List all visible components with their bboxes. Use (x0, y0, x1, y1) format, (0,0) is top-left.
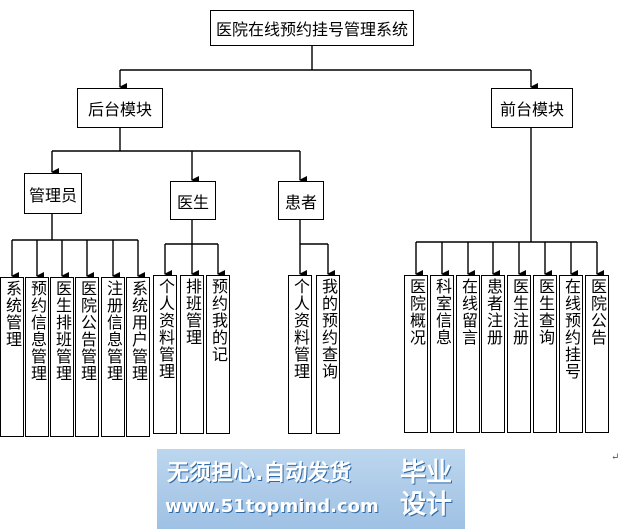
admin-item-registration-management: 注册信息管理 (101, 277, 125, 437)
frontend-item-label: 患者注册 (484, 278, 503, 346)
frontend-module-node: 前台模块 (491, 88, 573, 128)
doctor-item-label: 预约我的记 (209, 278, 228, 363)
patient-item-label: 我的预约查询 (319, 278, 338, 380)
admin-item-label: 注册信息管理 (104, 280, 123, 382)
frontend-item-department-info: 科室信息 (430, 275, 454, 433)
admin-item-label: 预约信息管理 (28, 280, 47, 382)
frontend-item-label: 在线预约挂号 (562, 278, 581, 380)
backend-module-node: 后台模块 (77, 88, 163, 128)
admin-role-node: 管理员 (24, 173, 82, 214)
doctor-role-label: 医生 (176, 192, 209, 212)
root-node: 医院在线预约挂号管理系统 (210, 10, 414, 46)
frontend-item-online-message: 在线留言 (456, 275, 480, 433)
backend-module-label: 后台模块 (87, 100, 152, 119)
admin-role-label: 管理员 (28, 185, 77, 205)
watermark-slogan: 无须担心.自动发货 (167, 461, 352, 486)
frontend-item-label: 医生注册 (510, 278, 529, 346)
doctor-item-my-appointments: 预约我的记 (206, 275, 230, 434)
admin-item-appointment-management: 预约信息管理 (25, 277, 49, 437)
frontend-item-hospital-overview: 医院概况 (404, 275, 428, 433)
admin-item-schedule-management: 医生排班管理 (50, 277, 74, 437)
doctor-item-label: 个人资料管理 (156, 278, 175, 380)
watermark-badge-top: 毕业 (399, 458, 452, 488)
admin-item-user-management: 系统用户管理 (126, 277, 150, 437)
patient-item-label: 个人资料管理 (291, 278, 310, 380)
patient-role-label: 患者 (284, 192, 317, 212)
doctor-item-label: 排班管理 (183, 278, 202, 346)
frontend-item-label: 医院公告 (588, 278, 607, 346)
doctor-item-schedule: 排班管理 (180, 275, 204, 434)
frontend-item-doctor-query: 医生查询 (533, 275, 557, 433)
doctor-item-profile: 个人资料管理 (153, 275, 177, 434)
frontend-item-hospital-notice: 医院公告 (585, 275, 609, 433)
doctor-role-node: 医生 (170, 181, 216, 220)
frontend-item-label: 科室信息 (433, 278, 452, 346)
admin-item-label: 系统管理 (3, 280, 22, 348)
frontend-item-label: 在线留言 (459, 278, 478, 346)
patient-role-node: 患者 (278, 181, 324, 220)
admin-item-label: 医院公告管理 (78, 280, 97, 382)
frontend-item-label: 医院概况 (407, 278, 426, 346)
frontend-item-online-booking: 在线预约挂号 (559, 275, 583, 433)
watermark-badge-bottom: 设计 (399, 490, 452, 520)
frontend-item-doctor-register: 医生注册 (507, 275, 531, 433)
paragraph-mark: ↵ (611, 452, 620, 463)
watermark-url: www.51topmind.com (165, 496, 379, 517)
admin-item-label: 医生排班管理 (53, 280, 72, 382)
patient-item-appointment-query: 我的预约查询 (316, 275, 340, 434)
watermark-badge: 毕业 设计 (393, 455, 459, 523)
frontend-item-patient-register: 患者注册 (481, 275, 505, 433)
watermark-text-area: 无须担心.自动发货 www.51topmind.com (157, 449, 387, 529)
root-label: 医院在线预约挂号管理系统 (215, 20, 408, 39)
admin-item-notice-management: 医院公告管理 (75, 277, 99, 437)
patient-item-profile: 个人资料管理 (288, 275, 312, 434)
watermark-banner: 无须担心.自动发货 www.51topmind.com 毕业 设计 (157, 449, 465, 529)
frontend-item-label: 医生查询 (536, 278, 555, 346)
admin-item-label: 系统用户管理 (129, 280, 148, 382)
frontend-module-label: 前台模块 (499, 100, 564, 119)
admin-item-system-management: 系统管理 (0, 277, 24, 437)
